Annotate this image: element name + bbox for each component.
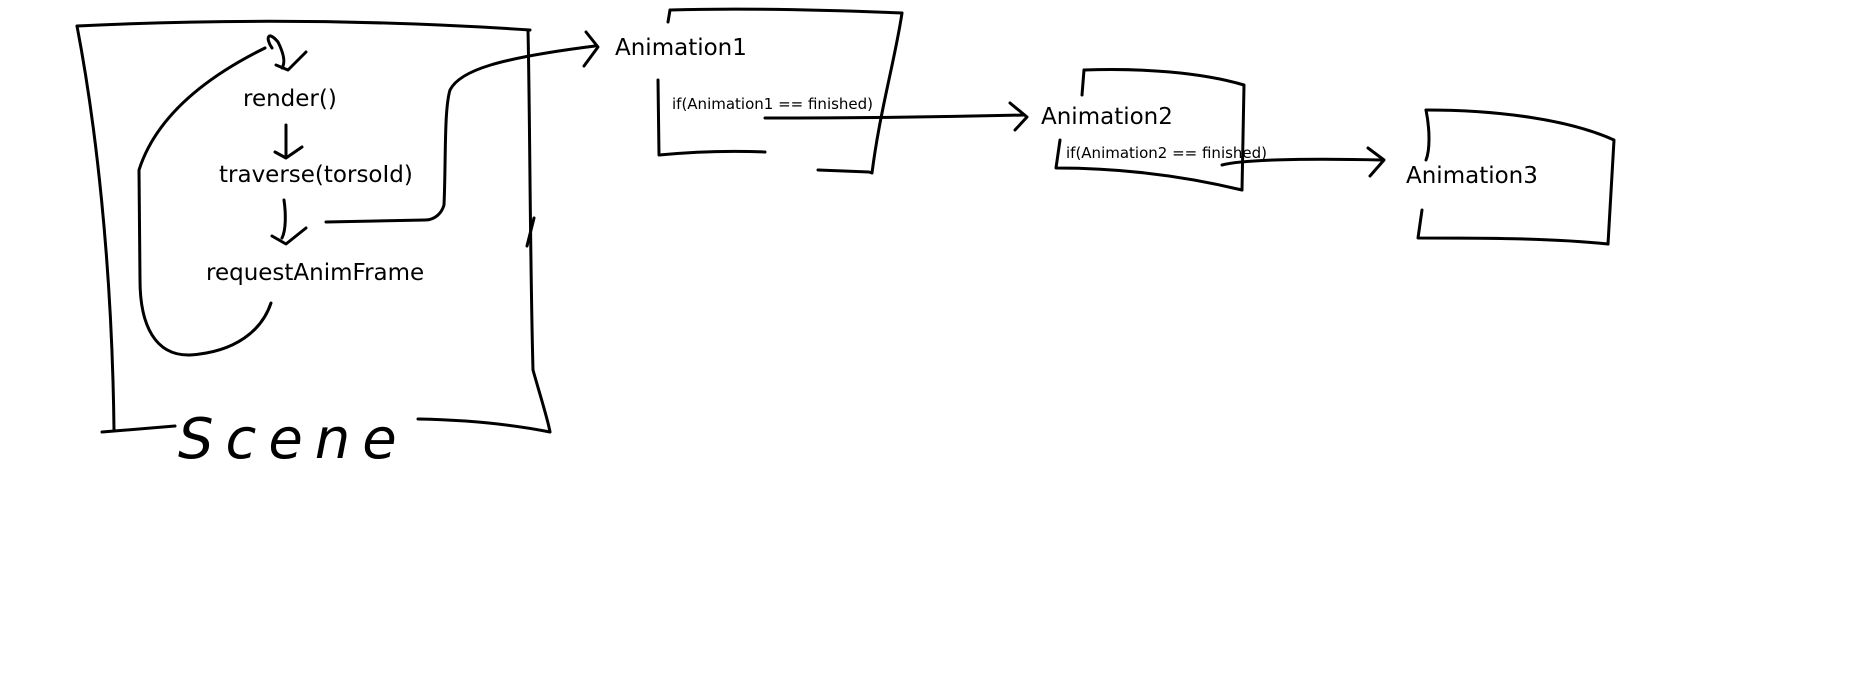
render-label: render() <box>243 86 337 112</box>
animation2-condition: if(Animation2 == finished) <box>1066 144 1267 162</box>
scene-label-text: Scene <box>178 407 409 472</box>
render-loop <box>137 34 308 357</box>
traverse-label: traverse(torsoId) <box>219 162 413 188</box>
animation1-box <box>656 7 904 175</box>
scene-box <box>75 19 552 434</box>
arrow-animation2-to-animation3 <box>1220 146 1386 178</box>
animation3-box <box>1416 108 1616 246</box>
arrow-scene-to-animation1 <box>324 30 600 224</box>
animation2-box <box>1054 68 1246 192</box>
loop-arrow-into-render <box>266 34 286 70</box>
scene-label: Scene <box>178 407 409 472</box>
loop-back-arrow <box>137 46 273 357</box>
animation1-condition: if(Animation1 == finished) <box>672 95 873 113</box>
arrow-animation1-to-animation2 <box>763 101 1029 132</box>
animation1-label: Animation1 <box>615 35 747 61</box>
animation2-label: Animation2 <box>1041 104 1173 130</box>
animation3-label: Animation3 <box>1406 163 1538 189</box>
arrow-traverse-to-request <box>280 198 287 240</box>
request-anim-frame-label: requestAnimFrame <box>206 260 424 286</box>
